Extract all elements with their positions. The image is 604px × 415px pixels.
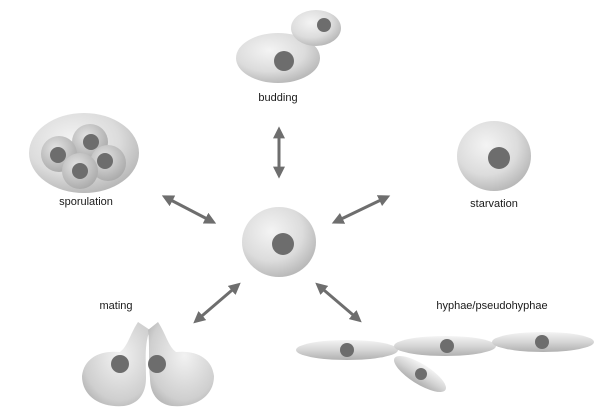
- bud-nucleus: [317, 18, 331, 32]
- budding-label: budding: [258, 92, 298, 104]
- arrow-mating: [193, 282, 241, 324]
- arrows: [161, 126, 391, 324]
- arrow-sporulation: [161, 195, 217, 224]
- sporulation-label: sporulation: [59, 196, 113, 208]
- starvation-cell: [457, 121, 531, 191]
- central-nucleus: [272, 233, 294, 255]
- hyphae-cells: [296, 332, 594, 393]
- sporulation-ascus: [29, 113, 139, 193]
- hyphae-label: hyphae/pseudohyphae: [436, 300, 548, 312]
- central-cell: [242, 207, 316, 277]
- mating-label: mating: [99, 300, 133, 312]
- arrow-starvation: [331, 195, 391, 224]
- budding-cells: [236, 10, 341, 83]
- mating-nucleus-right: [148, 355, 166, 373]
- arrow-hyphae: [315, 282, 362, 323]
- starvation-nucleus: [488, 147, 510, 169]
- starvation-label: starvation: [470, 198, 518, 210]
- mating-nucleus-left: [111, 355, 129, 373]
- mating-cells: [82, 322, 214, 407]
- mother-nucleus: [274, 51, 294, 71]
